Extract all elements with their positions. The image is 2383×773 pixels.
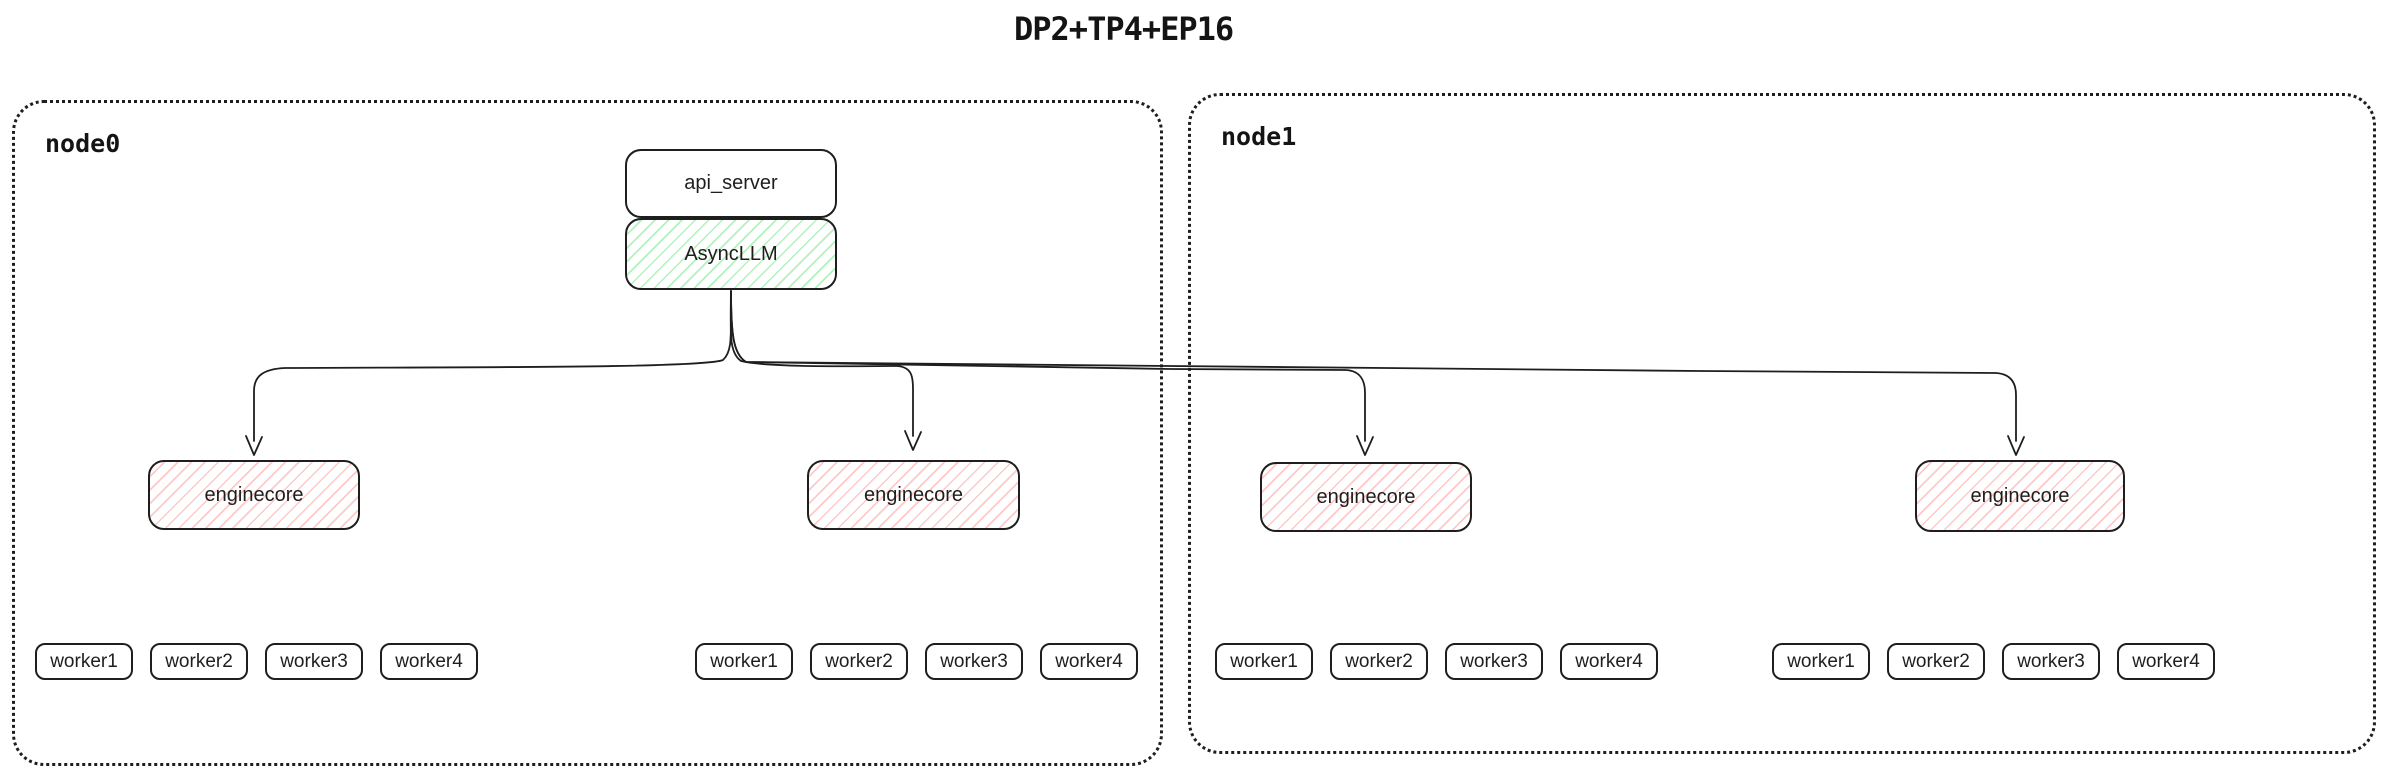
enginecore-label: enginecore	[864, 483, 963, 506]
asyncllm-label: AsyncLLM	[684, 242, 778, 265]
worker-label: worker2	[1345, 650, 1413, 672]
enginecore-box-2: enginecore	[1260, 462, 1472, 532]
worker-label: worker2	[825, 650, 893, 672]
worker-label: worker1	[50, 650, 118, 672]
asyncllm-box: AsyncLLM	[625, 218, 837, 290]
worker-label: worker2	[165, 650, 233, 672]
worker-box: worker4	[1560, 643, 1658, 680]
enginecore-box-0: enginecore	[148, 460, 360, 530]
worker-box: worker1	[35, 643, 133, 680]
diagram-title: DP2+TP4+EP16	[1014, 10, 1234, 48]
worker-row-node1-group1: worker1 worker2 worker3 worker4	[1772, 643, 2215, 680]
worker-row-node0-group1: worker1 worker2 worker3 worker4	[695, 643, 1138, 680]
enginecore-box-1: enginecore	[807, 460, 1020, 530]
worker-box: worker3	[2002, 643, 2100, 680]
worker-box: worker4	[380, 643, 478, 680]
worker-box: worker3	[925, 643, 1023, 680]
worker-box: worker2	[1330, 643, 1428, 680]
worker-label: worker2	[1902, 650, 1970, 672]
worker-label: worker3	[1460, 650, 1528, 672]
worker-label: worker4	[2132, 650, 2200, 672]
worker-label: worker4	[1575, 650, 1643, 672]
worker-box: worker4	[2117, 643, 2215, 680]
worker-box: worker2	[1887, 643, 1985, 680]
worker-box: worker4	[1040, 643, 1138, 680]
enginecore-label: enginecore	[1970, 484, 2070, 507]
worker-box: worker1	[1772, 643, 1870, 680]
api-server-label: api_server	[684, 172, 778, 194]
worker-row-node1-group0: worker1 worker2 worker3 worker4	[1215, 643, 1658, 680]
enginecore-label: enginecore	[1316, 485, 1416, 508]
worker-label: worker3	[280, 650, 348, 672]
worker-label: worker4	[1055, 650, 1123, 672]
worker-label: worker1	[710, 650, 778, 672]
api-server-box: api_server	[625, 149, 837, 218]
worker-label: worker1	[1230, 650, 1298, 672]
worker-box: worker3	[1445, 643, 1543, 680]
worker-box: worker2	[150, 643, 248, 680]
node1-label: node1	[1221, 122, 1297, 151]
worker-box: worker3	[265, 643, 363, 680]
enginecore-label: enginecore	[204, 483, 304, 506]
enginecore-box-3: enginecore	[1915, 460, 2125, 532]
worker-label: worker3	[940, 650, 1008, 672]
worker-label: worker1	[1787, 650, 1855, 672]
node0-label: node0	[45, 129, 121, 158]
worker-box: worker2	[810, 643, 908, 680]
worker-box: worker1	[1215, 643, 1313, 680]
worker-box: worker1	[695, 643, 793, 680]
worker-label: worker4	[395, 650, 463, 672]
worker-row-node0-group0: worker1 worker2 worker3 worker4	[35, 643, 478, 680]
worker-label: worker3	[2017, 650, 2085, 672]
